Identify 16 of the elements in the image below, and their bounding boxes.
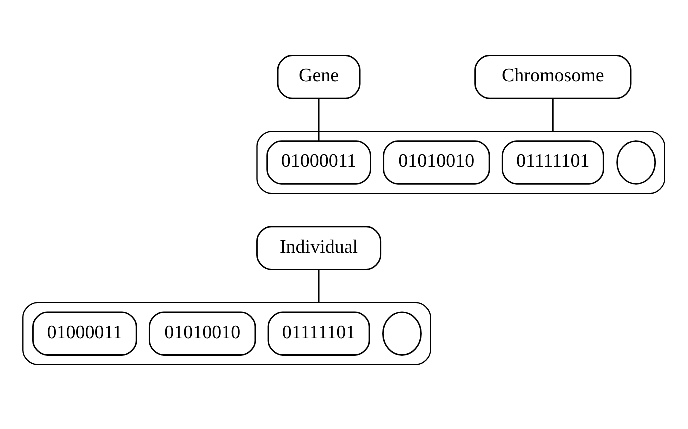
node-box: 01000011	[266, 140, 372, 184]
node-box: 01111101	[502, 140, 604, 184]
node-box: Gene	[277, 54, 361, 99]
node-ellipse	[382, 311, 422, 356]
node-box: Individual	[256, 226, 382, 270]
connector	[318, 270, 320, 302]
node-box: 01111101	[268, 311, 370, 356]
connector	[552, 98, 554, 132]
cluster	[256, 130, 666, 194]
node-box: 01010010	[148, 311, 256, 356]
cluster	[22, 302, 432, 365]
node-box: Chromosome	[474, 54, 632, 99]
node-box: 01010010	[383, 140, 490, 184]
node-box: 01000011	[32, 311, 138, 356]
node-ellipse	[616, 140, 656, 184]
connector	[318, 98, 320, 141]
